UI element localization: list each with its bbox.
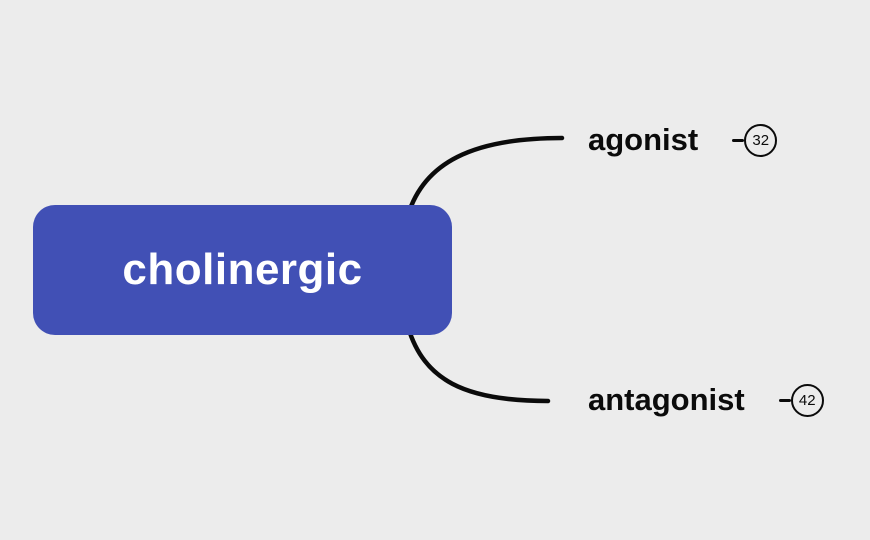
- branch-label-antagonist[interactable]: antagonist: [588, 382, 745, 417]
- count-circle-icon: 42: [790, 383, 824, 417]
- branch-agonist: agonist 32: [588, 120, 778, 160]
- count-badge-antagonist[interactable]: 42: [778, 383, 824, 417]
- badge-connector-dash: [732, 138, 745, 142]
- branch-curve-agonist: [405, 135, 565, 218]
- branch-curve-antagonist: [405, 324, 551, 404]
- branch-antagonist: antagonist 42: [588, 380, 824, 420]
- root-node-label: cholinergic: [122, 245, 363, 294]
- badge-connector-dash: [778, 398, 791, 402]
- count-circle-icon: 32: [744, 123, 778, 157]
- branch-label-agonist[interactable]: agonist: [588, 122, 699, 157]
- count-badge-agonist[interactable]: 32: [732, 123, 778, 157]
- root-node-cholinergic[interactable]: cholinergic: [33, 205, 452, 335]
- badge-count-value: 32: [752, 131, 770, 149]
- badge-count-value: 42: [798, 391, 816, 409]
